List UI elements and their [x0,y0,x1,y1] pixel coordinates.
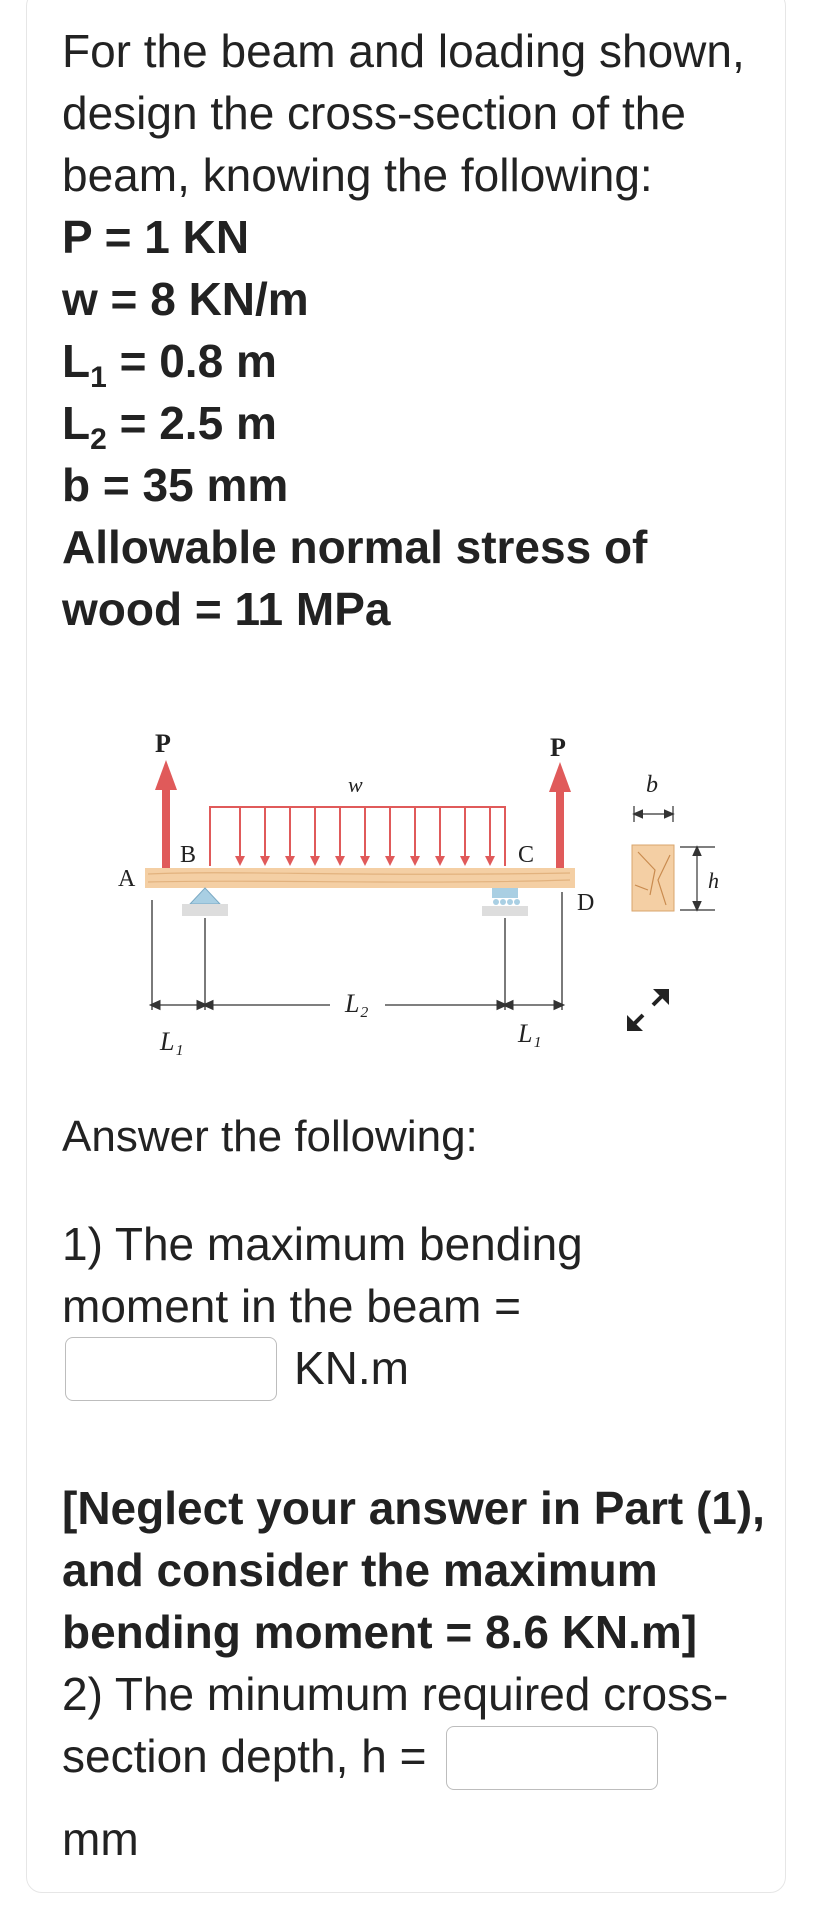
left-point-load [155,760,177,868]
question-card [26,0,786,1893]
label-b-point: B [180,842,196,868]
right-point-load [549,762,571,868]
wood-beam [145,868,575,888]
given-b: b = 35 mm [62,459,289,511]
cross-section [631,806,715,912]
note-line-2: and consider the maximum [62,1544,658,1596]
part2-line-1: 2) The minumum required cross- [62,1668,729,1720]
given-l1-symbol: L [62,335,91,387]
part1-unit: KN.m [294,1342,409,1394]
roller-support-c [482,888,528,916]
given-stress-line-2: wood = 11 MPa [62,583,391,635]
note-line-3: bending moment = 8.6 KN.m] [62,1606,698,1658]
beam-diagram: P P w A B C D L₂ L₁ L₁ b h [118,729,719,1056]
given-l2: L2 = 2.5 m [62,392,277,471]
dimension-lines [148,892,566,1010]
label-p-left: P [155,729,171,758]
label-b-width: b [646,772,658,798]
label-l1-left: L₁ [159,1027,184,1056]
expand-icon[interactable] [623,985,673,1035]
part2-line-2: section depth, h = [62,1730,427,1782]
question-intro-line-3: beam, knowing the following: [62,149,653,201]
given-l2-symbol: L [62,397,91,449]
distributed-load [209,806,506,866]
given-l1: L1 = 0.8 m [62,330,277,409]
label-w: w [348,772,363,797]
part2-unit: mm [62,1813,139,1865]
pin-support-b [182,887,228,916]
label-h: h [708,868,719,893]
label-l2: L₂ [344,989,369,1018]
given-stress-line-1: Allowable normal stress of [62,521,648,573]
max-moment-input[interactable] [65,1337,277,1401]
given-p: P = 1 KN [62,211,250,263]
part1-line-1: 1) The maximum bending [62,1218,583,1270]
given-w: w = 8 KN/m [62,273,309,325]
question-intro-line-1: For the beam and loading shown, [62,25,745,77]
section-depth-input[interactable] [446,1726,658,1790]
question-intro-line-2: design the cross-section of the [62,87,686,139]
distributed-load-arrowheads [235,856,495,866]
note-line-1: [Neglect your answer in Part (1), [62,1482,765,1534]
given-l1-subscript: 1 [90,361,107,394]
label-p-right: P [550,733,566,762]
label-l1-right: L₁ [517,1019,542,1048]
given-l2-value: = 2.5 m [106,397,277,449]
label-c: C [518,842,534,868]
answer-header: Answer the following: [62,1112,478,1161]
given-l2-subscript: 2 [90,423,107,456]
label-a: A [118,866,136,892]
given-l1-value: = 0.8 m [106,335,277,387]
part1-line-2: moment in the beam = [62,1280,521,1332]
label-d: D [577,890,594,916]
